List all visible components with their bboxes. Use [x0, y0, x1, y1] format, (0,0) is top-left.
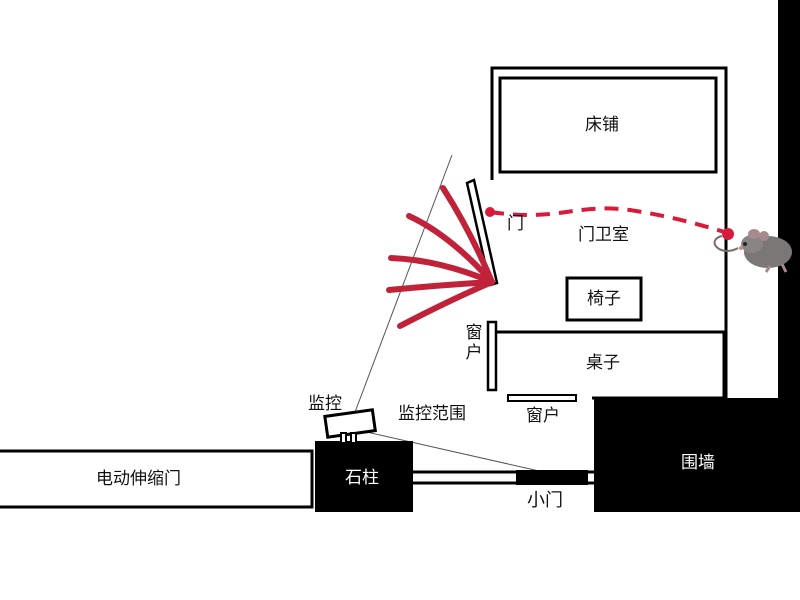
bottom-window-label: 窗户 [526, 406, 560, 426]
small-gate-bar [516, 470, 588, 485]
desk-outline [492, 330, 726, 400]
side-window [486, 320, 498, 392]
camera-label: 监控 [308, 394, 342, 414]
door-panel [465, 178, 499, 287]
bed-label: 床铺 [585, 115, 619, 135]
camera-range-label: 监控范围 [398, 404, 466, 424]
bed-rect [498, 76, 718, 174]
chair-label: 椅子 [587, 289, 621, 309]
desk-label: 桌子 [586, 353, 620, 373]
swing-stroke-1 [440, 185, 495, 285]
rat-icon [713, 229, 792, 273]
camera-range-line-lower [348, 427, 549, 474]
enclosure-wall-block [594, 398, 800, 512]
chair-rect [565, 276, 643, 322]
door-swing-motion [386, 185, 495, 329]
swing-stroke-5 [397, 279, 495, 329]
right-boundary-wall [778, 0, 800, 400]
rat-path [489, 206, 729, 235]
wall-label: 围墙 [681, 453, 715, 473]
electric-gate-rect [0, 449, 314, 509]
bottom-window [507, 394, 577, 402]
swing-stroke-4 [386, 279, 495, 293]
stone-pillar-label: 石柱 [345, 468, 379, 488]
stone-pillar-rect [315, 441, 413, 512]
guard-room-label: 门卫室 [578, 225, 629, 245]
electric-gate-label: 电动伸缩门 [96, 469, 181, 489]
swing-stroke-3 [388, 255, 495, 285]
path-start-dot [485, 207, 495, 217]
side-window-label: 窗户 [465, 323, 483, 363]
path-end-dot [722, 228, 734, 240]
swing-stroke-2 [406, 213, 495, 285]
door-label: 门 [507, 214, 524, 234]
small-gate-label: 小门 [527, 490, 563, 511]
camera-device [323, 408, 377, 444]
